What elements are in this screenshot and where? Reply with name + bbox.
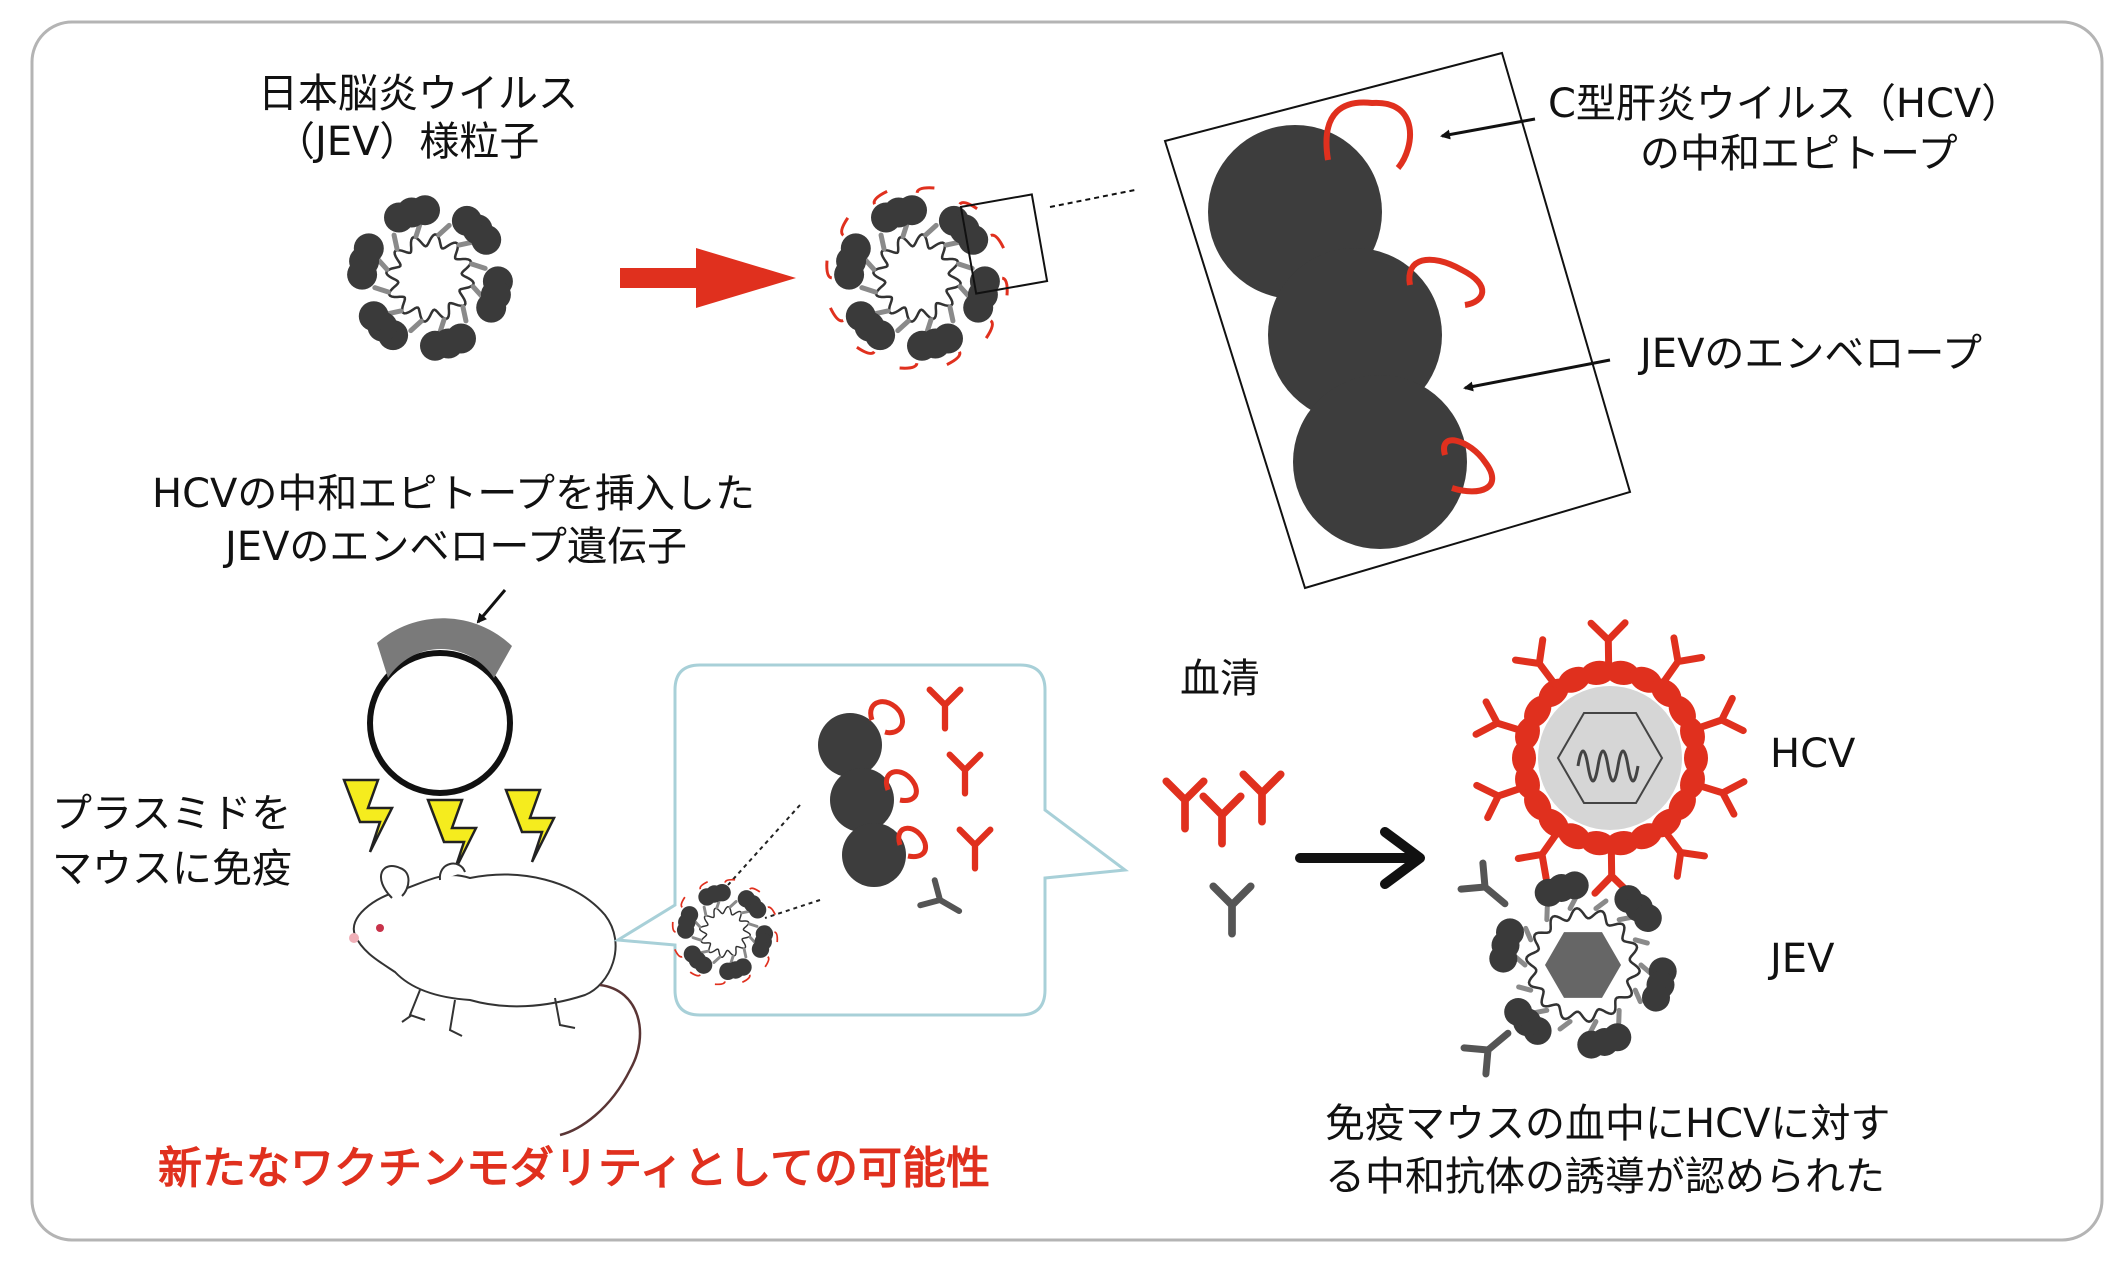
antibody-icon [1199,792,1245,848]
antibody-icon [1693,694,1747,735]
envelope-zoom-panel [1163,51,1632,590]
antibody-icon [1209,882,1255,938]
red-arrow-icon [620,248,796,308]
jev-particle-label-line1: 日本脳炎ウイルス [258,71,578,117]
antibody-icon [1239,770,1285,826]
jev-virion-icon [1457,859,1677,1078]
epitope-pointer-arrow [1440,117,1536,140]
lightning-icon [504,788,557,863]
speech-bubble [613,663,1129,1017]
result-label-line2: る中和抗体の誘導が認められた [1325,1154,1885,1200]
conclusion-label: 新たなワクチンモダリティとしての可能性 [158,1143,991,1194]
bubble-particle-icon [671,878,779,986]
lightning-icon [342,778,395,853]
hcv-epitope-label-line1: C型肝炎ウイルス（HCV） [1548,81,2022,127]
antibody-icon [956,826,994,872]
hcv-label: HCV [1770,731,1856,777]
envelope-pointer-arrow [1463,358,1611,392]
antibody-icon [946,751,984,797]
antibody-icon [1162,777,1208,833]
jev-envelope-label: JEVのエンベロープ [1640,331,1983,377]
antibody-icon [1460,1029,1512,1078]
antibody-icon [1472,698,1526,738]
zoom-connector [1049,189,1136,208]
plasmid-icon [367,618,513,796]
antibody-icon [1659,634,1706,687]
zoom-box [959,193,1049,295]
lightning-icon [426,798,479,873]
mouse-icon [349,862,642,1137]
result-label-line1: 免疫マウスの血中にHCVに対す [1325,1101,1891,1147]
antibody-icon [1514,829,1561,882]
antibody-icon [926,686,964,732]
outer-frame [30,20,2104,1242]
hcv-epitope-label-line2: の中和エピトープ [1640,131,1958,177]
result-arrow-icon [1295,827,1425,889]
gene-label-line1: HCVの中和エピトープを挿入した [152,471,755,517]
epitope-loop [1441,437,1495,495]
gene-pointer-arrow [476,589,507,624]
gene-label-line2: JEVのエンベロープ遺伝子 [225,524,688,570]
antibody-icon [1457,859,1509,908]
plasmid-label-line1: プラスミドを [52,791,292,837]
jev-particle-label-line2: （JEV）様粒子 [275,119,540,165]
antibody-icon [917,877,963,915]
envelope-sphere [1293,375,1467,549]
antibody-icon [1661,828,1708,880]
antibody-icon [1694,778,1748,818]
antibody-icon [1473,781,1527,822]
epitope-loop [1406,256,1486,308]
epitope-loop [1323,99,1414,170]
jev-label: JEV [1770,936,1835,982]
jev-particle-icon [347,195,513,361]
hcv-virion-icon [1472,619,1748,897]
antibody-icon [1587,619,1629,670]
antibody-icon [1512,636,1559,688]
serum-label: 血清 [1180,656,1260,702]
plasmid-label-line2: マウスに免疫 [52,846,292,892]
